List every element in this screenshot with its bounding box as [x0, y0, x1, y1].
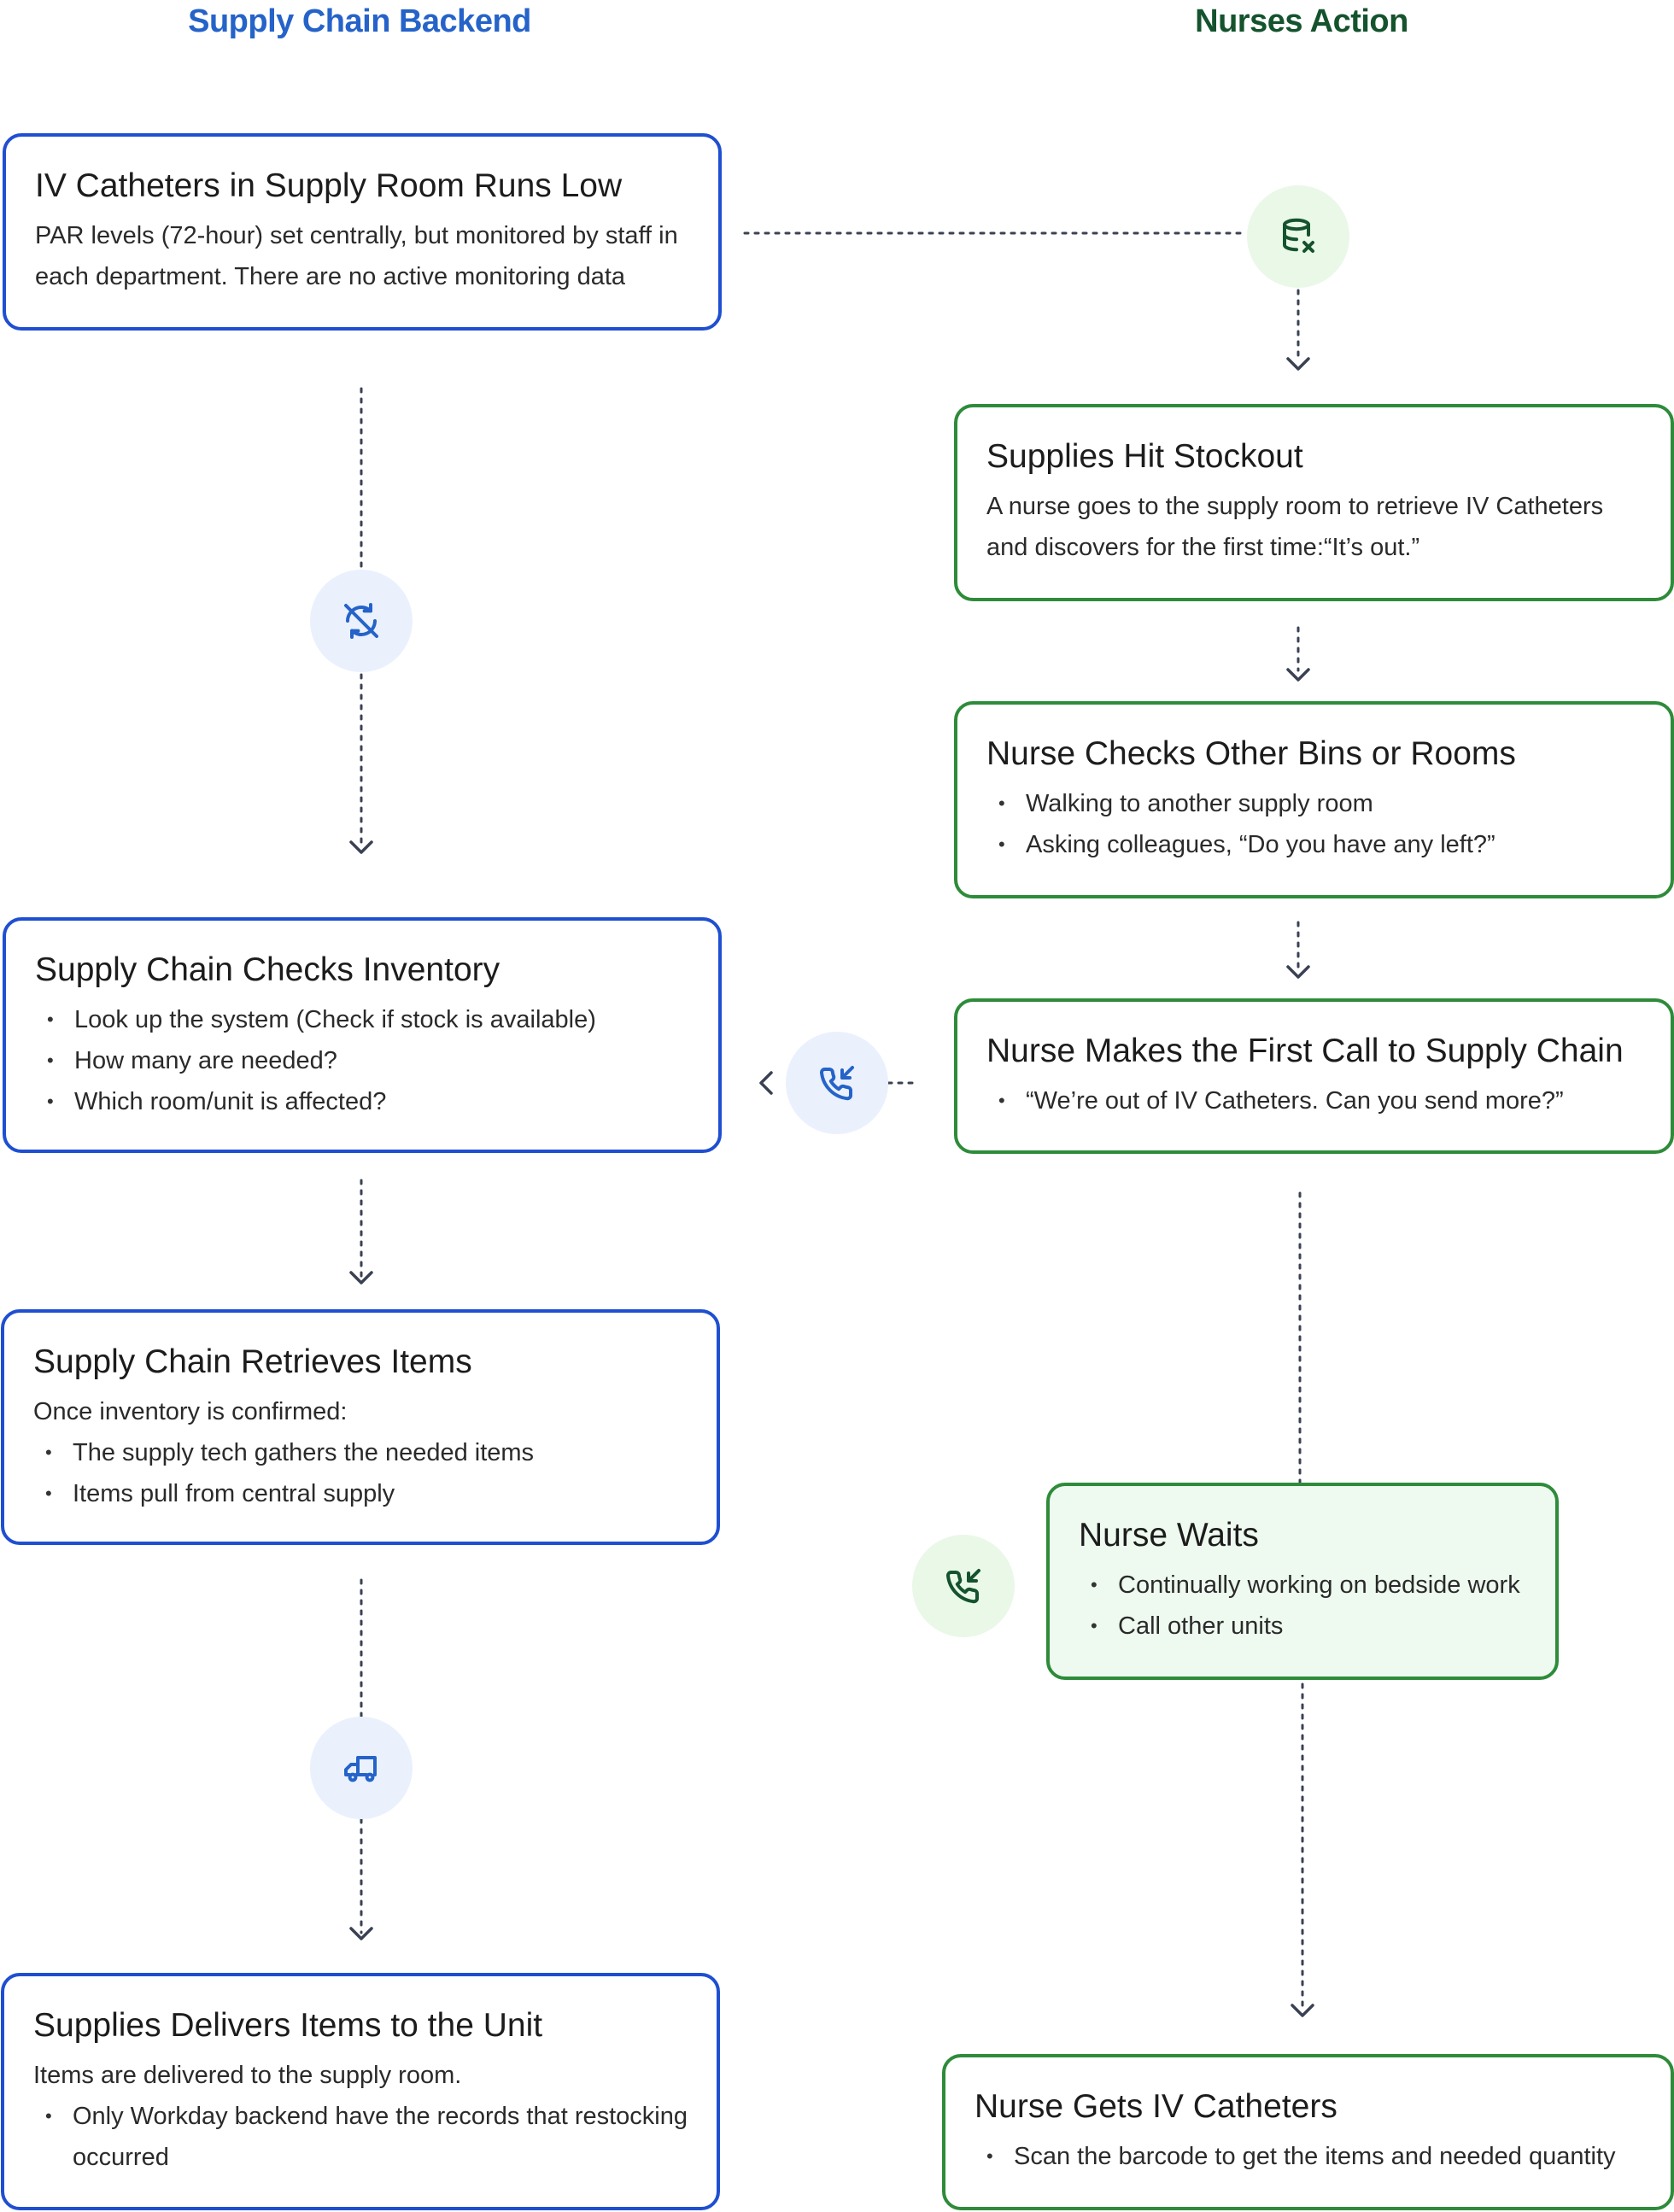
sync-off-icon: [344, 603, 378, 639]
arrowhead-call: [1286, 965, 1310, 979]
phone-incoming-circle-right: [912, 1535, 1015, 1637]
step-checks-other-bins: Nurse Checks Other Bins or Rooms Walking…: [954, 701, 1674, 898]
arrowhead-retrieves: [349, 1271, 373, 1284]
list-item: Call other units: [1079, 1606, 1526, 1647]
step-text: A nurse goes to the supply room to retri…: [986, 493, 1604, 561]
step-text: Once inventory is confirmed:: [33, 1398, 348, 1425]
step-title: Supply Chain Retrieves Items: [33, 1343, 472, 1380]
bullet-list: Look up the system (Check if stock is av…: [35, 999, 689, 1122]
arrowhead-delivers: [349, 1927, 373, 1940]
step-title: Supplies Delivers Items to the Unit: [33, 2007, 543, 2044]
lane-title-nurses: Nurses Action: [1195, 3, 1408, 39]
phone-incoming-icon: [820, 1066, 854, 1101]
step-runs-low: IV Catheters in Supply Room Runs Low PAR…: [3, 133, 722, 331]
bullet-list: Only Workday backend have the records th…: [33, 2096, 688, 2178]
step-title: Nurse Gets IV Catheters: [975, 2088, 1337, 2125]
step-title: Nurse Checks Other Bins or Rooms: [986, 735, 1516, 772]
arrowhead-inventory: [349, 840, 373, 854]
step-retrieves-items: Supply Chain Retrieves Items Once invent…: [1, 1309, 720, 1545]
list-item: Walking to another supply room: [986, 783, 1642, 824]
step-text: PAR levels (72-hour) set centrally, but …: [35, 222, 678, 290]
list-item: Items pull from central supply: [33, 1473, 688, 1514]
step-title: Supply Chain Checks Inventory: [35, 951, 500, 988]
step-delivers-items: Supplies Delivers Items to the Unit Item…: [1, 1973, 720, 2210]
bullet-list: “We’re out of IV Catheters. Can you send…: [986, 1080, 1642, 1121]
list-item: The supply tech gathers the needed items: [33, 1432, 688, 1473]
step-text: Items are delivered to the supply room.: [33, 2062, 462, 2089]
arrowhead-stockout: [1286, 357, 1310, 371]
list-item: Scan the barcode to get the items and ne…: [975, 2136, 1642, 2177]
lane-title-supply-chain: Supply Chain Backend: [188, 3, 531, 39]
bullet-list: Continually working on bedside work Call…: [1079, 1565, 1526, 1647]
list-item: Asking colleagues, “Do you have any left…: [986, 824, 1642, 865]
list-item: Continually working on bedside work: [1079, 1565, 1526, 1606]
list-item: Only Workday backend have the records th…: [33, 2096, 688, 2178]
phone-incoming-icon: [946, 1569, 980, 1604]
step-stockout: Supplies Hit Stockout A nurse goes to th…: [954, 404, 1674, 601]
list-item: Which room/unit is affected?: [35, 1081, 689, 1122]
bullet-list: The supply tech gathers the needed items…: [33, 1432, 688, 1514]
list-item: “We’re out of IV Catheters. Can you send…: [986, 1080, 1642, 1121]
phone-incoming-circle-left: [786, 1032, 888, 1134]
bullet-list: Walking to another supply room Asking co…: [986, 783, 1642, 865]
sync-off-circle: [310, 570, 413, 672]
list-item: Look up the system (Check if stock is av…: [35, 999, 689, 1040]
step-title: Nurse Makes the First Call to Supply Cha…: [986, 1033, 1624, 1069]
step-title: Supplies Hit Stockout: [986, 438, 1303, 475]
bullet-list: Scan the barcode to get the items and ne…: [975, 2136, 1642, 2177]
step-first-call: Nurse Makes the First Call to Supply Cha…: [954, 998, 1674, 1154]
truck-icon: [344, 1756, 377, 1782]
step-nurse-waits: Nurse Waits Continually working on bedsi…: [1046, 1483, 1559, 1680]
list-item: How many are needed?: [35, 1040, 689, 1081]
step-gets-catheters: Nurse Gets IV Catheters Scan the barcode…: [942, 2054, 1674, 2210]
arrowhead-inventory-from-phone: [759, 1071, 773, 1095]
step-checks-inventory: Supply Chain Checks Inventory Look up th…: [3, 917, 722, 1153]
database-x-icon: [1283, 218, 1314, 253]
step-title: IV Catheters in Supply Room Runs Low: [35, 167, 623, 204]
step-title: Nurse Waits: [1079, 1517, 1259, 1554]
arrowhead-gets: [1291, 2004, 1314, 2017]
database-x-circle: [1247, 185, 1349, 288]
truck-circle: [310, 1717, 413, 1819]
arrowhead-bins: [1286, 668, 1310, 682]
